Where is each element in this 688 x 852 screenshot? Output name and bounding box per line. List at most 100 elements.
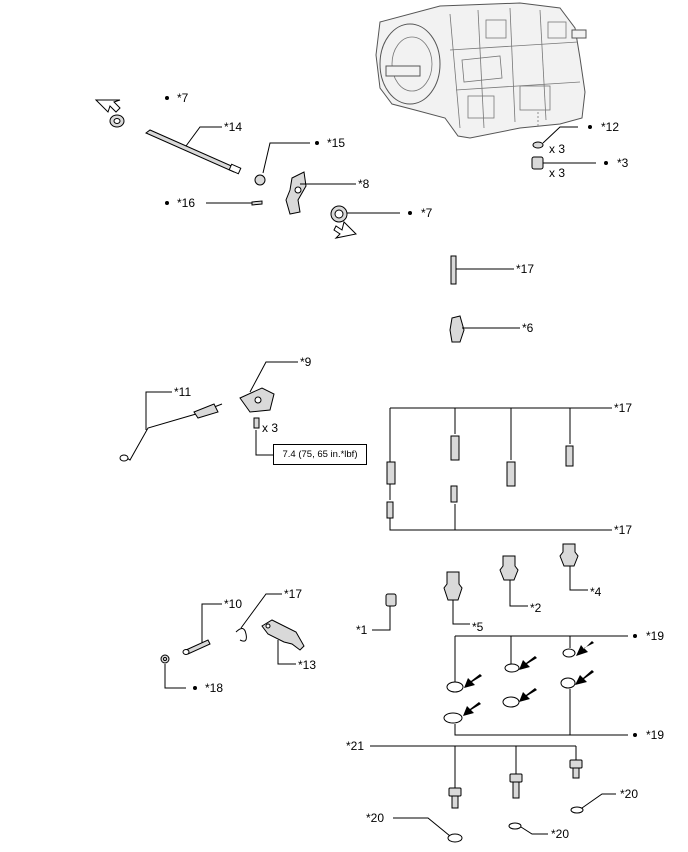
- dot-marker: [604, 161, 608, 165]
- clip-part-20c: [447, 833, 463, 843]
- lever-part-13: [261, 619, 305, 651]
- callout-7b: *7: [421, 206, 433, 220]
- quantity-12: x 3: [549, 142, 565, 156]
- solid-arrow-icon: [576, 641, 594, 656]
- callout-2: *2: [530, 601, 542, 615]
- leader-line: [164, 664, 186, 689]
- callout-11: *11: [174, 385, 191, 399]
- solid-arrow-icon: [463, 702, 481, 716]
- leader-line: [240, 593, 282, 629]
- quantity-9: x 3: [262, 421, 278, 435]
- callout-6: *6: [522, 321, 534, 335]
- spring-2: [565, 445, 574, 467]
- o-ring-5: [502, 696, 520, 708]
- dot-marker: [165, 96, 169, 100]
- leader-line: [520, 826, 548, 835]
- bracket-part-9: [239, 387, 275, 413]
- leader-line: [569, 566, 588, 591]
- plug-part-1: [385, 593, 397, 607]
- clip-part-6: [449, 315, 465, 343]
- hollow-arrow-icon: [333, 221, 358, 239]
- dot-marker: [193, 686, 197, 690]
- solid-arrow-icon: [519, 688, 537, 702]
- leader-line: [581, 793, 616, 809]
- bolt-part-21b: [509, 773, 523, 799]
- o-ring-4: [446, 681, 464, 693]
- callout-14: *14: [224, 120, 242, 134]
- dot-marker: [633, 733, 637, 737]
- solid-arrow-icon: [519, 656, 537, 670]
- clip-part-20b: [508, 822, 522, 830]
- leader-line: [277, 640, 296, 665]
- leader-line: [372, 606, 391, 631]
- callout-7a: *7: [177, 91, 189, 105]
- spring-5: [450, 485, 458, 503]
- dot-marker: [315, 141, 319, 145]
- bushing-part-15: [254, 174, 266, 186]
- leader-line: [509, 580, 528, 607]
- spring-4: [506, 461, 516, 487]
- callout-20a: *20: [620, 787, 638, 801]
- callout-3: *3: [617, 156, 629, 170]
- transmission-case: [375, 2, 587, 139]
- oil-seal-part-7b: [330, 205, 348, 223]
- lever-part-8: [285, 171, 307, 215]
- callout-18: *18: [205, 681, 223, 695]
- callout-17d: *17: [284, 587, 302, 601]
- dot-marker: [588, 125, 592, 129]
- spring-6: [386, 501, 394, 519]
- callout-8: *8: [358, 177, 370, 191]
- plug-part-5: [443, 571, 463, 601]
- callout-16: *16: [177, 196, 195, 210]
- o-ring-3: [560, 677, 576, 689]
- pin-part-16: [251, 200, 263, 206]
- callout-19a: *19: [646, 629, 664, 643]
- callout-12: *12: [601, 120, 619, 134]
- o-ring-6: [443, 712, 463, 724]
- leader-line: [393, 817, 451, 837]
- bolt-part-21c: [448, 787, 462, 809]
- quantity-3: x 3: [549, 166, 565, 180]
- spring-1: [450, 435, 460, 461]
- callout-5: *5: [472, 620, 484, 634]
- plug-part-2: [499, 555, 519, 581]
- callout-19b: *19: [646, 728, 664, 742]
- bolt-part-21a: [569, 759, 583, 779]
- shaft-part-14: [145, 129, 242, 175]
- pin-part-10: [182, 639, 211, 655]
- o-ring-1: [562, 648, 576, 658]
- plug-part-4: [559, 543, 579, 567]
- dot-marker: [408, 211, 412, 215]
- spring-rod-part-17a: [450, 255, 457, 285]
- callout-4: *4: [590, 585, 602, 599]
- washer-part-18: [160, 654, 170, 664]
- leader-line: [185, 126, 222, 147]
- leader-line: [452, 600, 470, 625]
- bolt-part-9: [253, 417, 260, 429]
- callout-9: *9: [300, 355, 312, 369]
- bracket-line: [454, 724, 628, 736]
- leader-line: [201, 603, 222, 643]
- dot-marker: [633, 634, 637, 638]
- callout-17c: *17: [614, 523, 632, 537]
- callout-17b: *17: [614, 401, 632, 415]
- oil-seal-part-7a: [109, 114, 125, 128]
- leader-line: [262, 142, 310, 174]
- clip-part-20a: [570, 806, 584, 814]
- leader-line: [145, 391, 172, 430]
- solid-arrow-icon: [464, 674, 482, 688]
- callout-20c: *20: [366, 811, 384, 825]
- callout-21: *21: [346, 739, 364, 753]
- hollow-arrow-icon: [94, 99, 121, 113]
- callout-15: *15: [327, 136, 345, 150]
- callout-1: *1: [356, 623, 368, 637]
- gasket-part-12: [532, 141, 544, 149]
- leader-line: [255, 430, 273, 456]
- dot-marker: [165, 201, 169, 205]
- o-ring-2: [504, 663, 520, 673]
- plug-part-3: [531, 156, 544, 170]
- callout-10: *10: [224, 597, 242, 611]
- torque-spec-box: 7.4 (75, 65 in.*lbf): [273, 444, 367, 465]
- cable-part-11: [119, 403, 223, 462]
